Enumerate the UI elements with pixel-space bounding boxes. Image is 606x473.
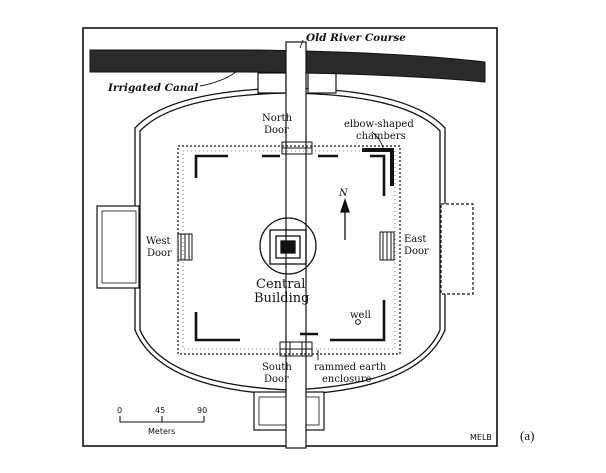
elbow-chambers [362,148,394,186]
scale-tick-0: 0 [117,406,122,415]
label-central-building-2: Building [254,291,309,306]
label-elbow-chambers-2: chambers [356,131,406,142]
label-south-door: South [262,362,292,373]
east-bastion [440,203,474,295]
label-west-door-2: Door [147,248,172,259]
west-door [177,233,193,261]
label-old-river-course: Old River Course [306,32,406,44]
south-door [279,341,313,357]
scale-bar: 0 45 90 Meters [117,406,207,436]
inner-wall-segments [194,154,386,342]
west-bastion [96,205,140,289]
label-rammed-earth-2: enclosure [322,374,372,385]
label-rammed-earth: rammed earth [314,362,387,373]
leader-lines [199,39,385,360]
outer-enclosure-wall [134,87,446,396]
well-marker [355,319,361,325]
scale-tick-90: 90 [197,406,207,415]
scale-tick-45: 45 [155,406,165,415]
north-arrow-icon [340,197,350,240]
label-south-door-2: Door [264,374,289,385]
label-well: well [350,310,371,321]
label-central-building: Central [256,277,305,292]
label-east-door-2: Door [404,246,429,257]
label-north-arrow: N [338,188,349,199]
label-west-door: West [146,236,171,247]
label-north-door: North [262,113,293,124]
label-elbow-chambers: elbow-shaped [344,119,414,130]
credit-mark: MELB [470,433,492,442]
panel-label: (a) [520,428,535,443]
central-building [259,217,317,275]
label-irrigated-canal: Irrigated Canal [107,82,198,94]
east-door [379,231,395,261]
label-east-door: East [404,234,426,245]
north-door [281,141,313,155]
label-north-door-2: Door [264,125,289,136]
scale-unit: Meters [148,427,175,436]
